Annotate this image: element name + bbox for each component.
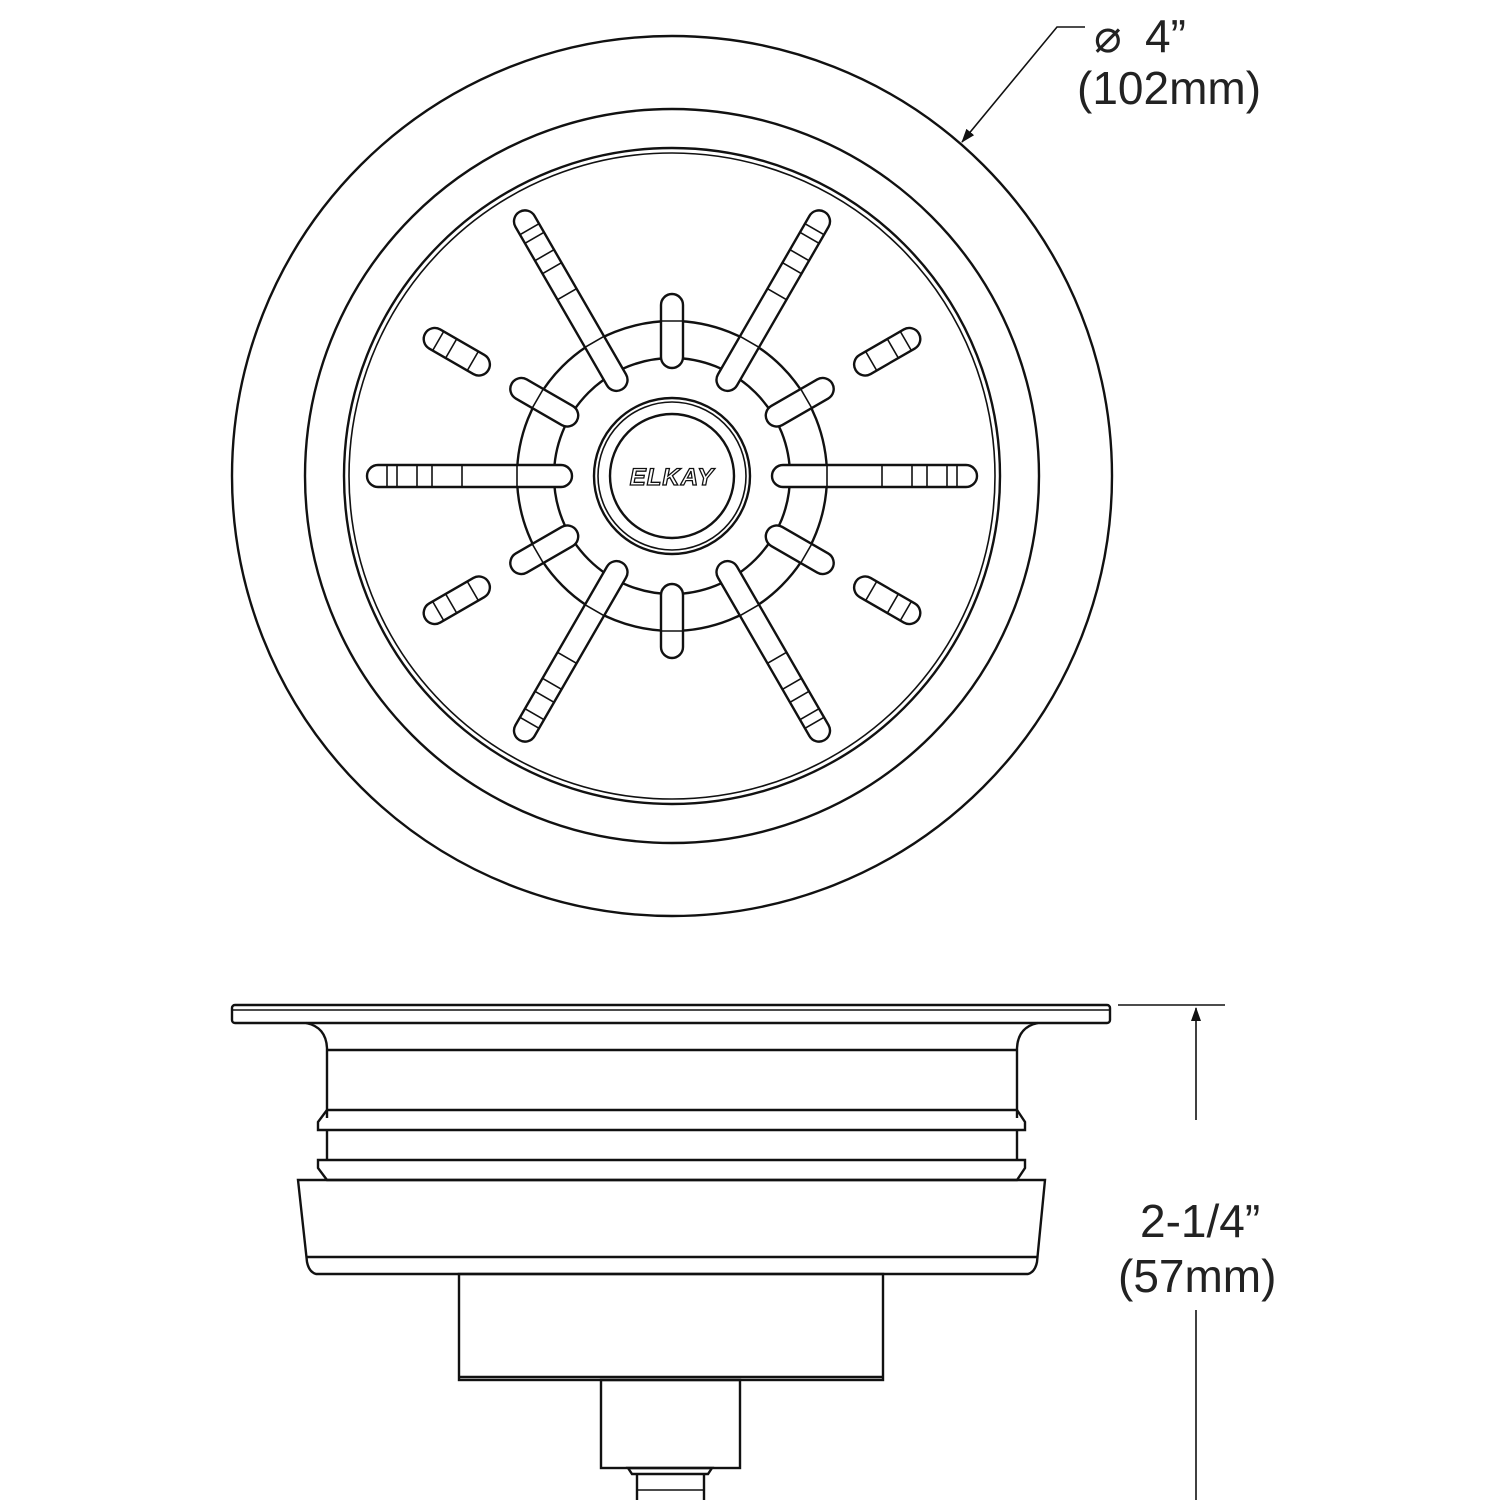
long-slot: [715, 209, 832, 393]
seal-ring-upper: [316, 1108, 1027, 1132]
outer-slot: [852, 326, 922, 377]
long-slot: [365, 463, 574, 489]
stem-tip: [635, 1474, 706, 1500]
height-mm: (57mm): [1118, 1250, 1276, 1302]
elkay-logo: ELKAY: [630, 464, 716, 491]
long-slot: [512, 209, 629, 393]
seal-ring-lower: [316, 1158, 1027, 1182]
height-inches: 2-1/4”: [1140, 1195, 1260, 1247]
short-slot: [764, 524, 835, 576]
stem-collar: [625, 1466, 715, 1476]
short-slot: [509, 376, 580, 428]
drain-slots: [365, 209, 979, 743]
flange-top: [230, 1003, 1112, 1025]
stem: [599, 1378, 742, 1470]
side-view: [230, 1003, 1112, 1500]
strainer-plate-inner-edge: [348, 152, 996, 800]
center-knob-rim: [597, 401, 747, 551]
outer-slot: [422, 575, 492, 626]
body-flare: [305, 1021, 1039, 1118]
center-knob-outer: [592, 396, 752, 556]
short-slot: [764, 376, 835, 428]
long-slot: [715, 559, 832, 743]
diameter-callout: ⌀ 4” (102mm): [961, 10, 1261, 143]
strainer-plate-edge: [342, 146, 1002, 806]
diameter-leader-arrow: [961, 26, 1085, 143]
long-slot: [770, 463, 979, 489]
diameter-mm: (102mm): [1077, 62, 1261, 114]
flange-ring: [303, 107, 1041, 845]
lower-cylinder: [457, 1272, 885, 1382]
diameter-symbol: ⌀: [1094, 10, 1122, 62]
top-view: ELKAY: [230, 34, 1114, 918]
long-slot: [512, 559, 629, 743]
short-slot: [659, 582, 685, 660]
short-slot: [509, 524, 580, 576]
short-slot: [659, 292, 685, 370]
outer-rim: [230, 34, 1114, 918]
height-dimension: 2-1/4” (57mm): [1118, 1004, 1276, 1500]
center-knob-inner: [608, 412, 736, 540]
outer-slot: [852, 575, 922, 626]
diameter-inches: 4”: [1145, 10, 1186, 62]
outer-slot: [422, 326, 492, 377]
rubber-skirt: [296, 1178, 1047, 1276]
